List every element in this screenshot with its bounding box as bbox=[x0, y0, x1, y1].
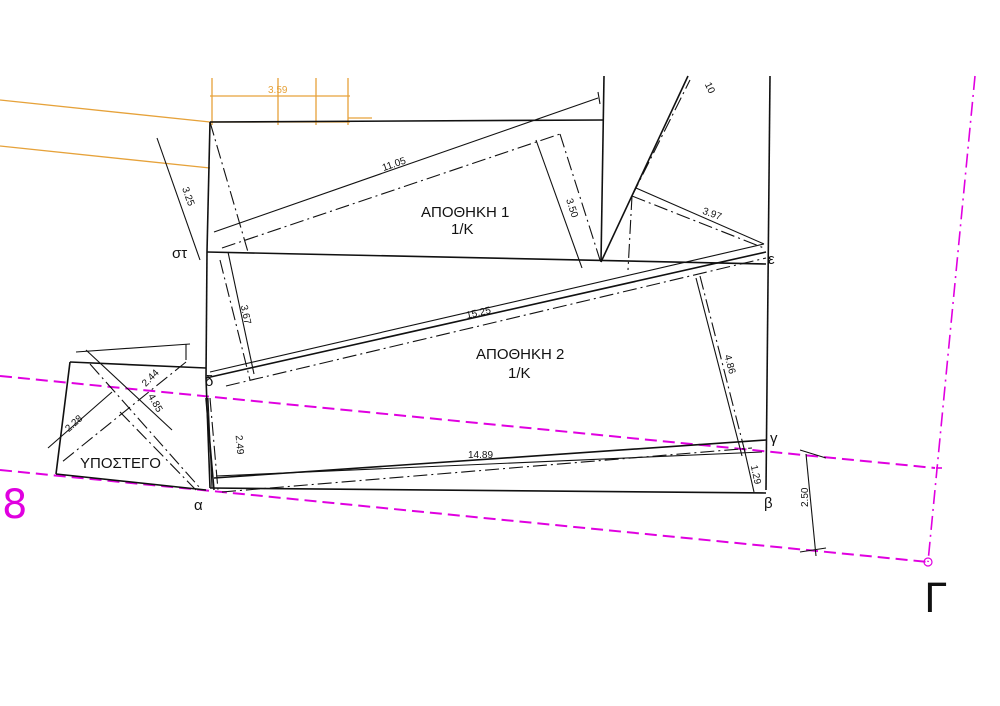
point-delta: δ bbox=[205, 373, 213, 390]
point-alpha: α bbox=[194, 497, 203, 514]
room-sub-apothiki-2: 1/Κ bbox=[508, 365, 531, 382]
room-apothiki-1: ΑΠΟΘΗΚΗ 1 1/Κ bbox=[421, 204, 509, 238]
dim-3-59: 3.59 bbox=[268, 85, 288, 96]
dimension-labels: 11.05 3.25 3.50 3.97 3.67 15.25 4.86 14.… bbox=[63, 81, 811, 507]
property-boundaries bbox=[0, 75, 976, 567]
dim-2-49: 2.49 bbox=[233, 435, 246, 456]
point-beta: β bbox=[764, 495, 773, 512]
setback-lines bbox=[61, 79, 767, 493]
room-name-apothiki-1: ΑΠΟΘΗΚΗ 1 bbox=[421, 204, 509, 221]
dim-3-67: 3.67 bbox=[238, 304, 253, 326]
corner-marker-icon bbox=[923, 557, 933, 567]
dim-3-50: 3.50 bbox=[563, 197, 580, 219]
dim-3-97: 3.97 bbox=[701, 206, 723, 223]
edge-number: 8 bbox=[2, 482, 27, 528]
point-big-gamma: Γ bbox=[924, 576, 947, 622]
dim-11-05: 11.05 bbox=[381, 155, 408, 173]
point-labels: α β γ δ ε στ Γ 8 bbox=[2, 245, 947, 622]
point-epsilon: ε bbox=[768, 251, 775, 268]
room-apothiki-2: ΑΠΟΘΗΚΗ 2 1/Κ bbox=[476, 346, 564, 382]
dimension-lines bbox=[47, 91, 827, 557]
dim-2-44: 2.44 bbox=[140, 367, 162, 389]
dim-3-25: 3.25 bbox=[179, 186, 196, 208]
room-name-apothiki-2: ΑΠΟΘΗΚΗ 2 bbox=[476, 346, 564, 363]
neighbor-structure: 3.59 bbox=[0, 78, 372, 169]
room-sub-apothiki-1: 1/Κ bbox=[451, 221, 474, 238]
room-name-ypostego: ΥΠΟΣΤΕΓΟ bbox=[80, 455, 161, 472]
dim-1-29: 1.29 bbox=[748, 464, 763, 486]
dim-4-85: 4.85 bbox=[145, 392, 164, 415]
dim-4-86: 4.86 bbox=[721, 354, 737, 376]
point-gamma: γ bbox=[770, 430, 778, 447]
dim-14-89: 14.89 bbox=[468, 450, 493, 461]
dim-2-50: 2.50 bbox=[800, 487, 811, 507]
dim-10: 10 bbox=[702, 81, 717, 96]
building-outlines bbox=[55, 75, 771, 494]
dim-15-25: 15.25 bbox=[465, 305, 492, 321]
dim-2-28: 2.28 bbox=[63, 413, 85, 434]
room-ypostego: ΥΠΟΣΤΕΓΟ bbox=[80, 455, 161, 472]
point-sigma-tau: στ bbox=[172, 245, 187, 262]
